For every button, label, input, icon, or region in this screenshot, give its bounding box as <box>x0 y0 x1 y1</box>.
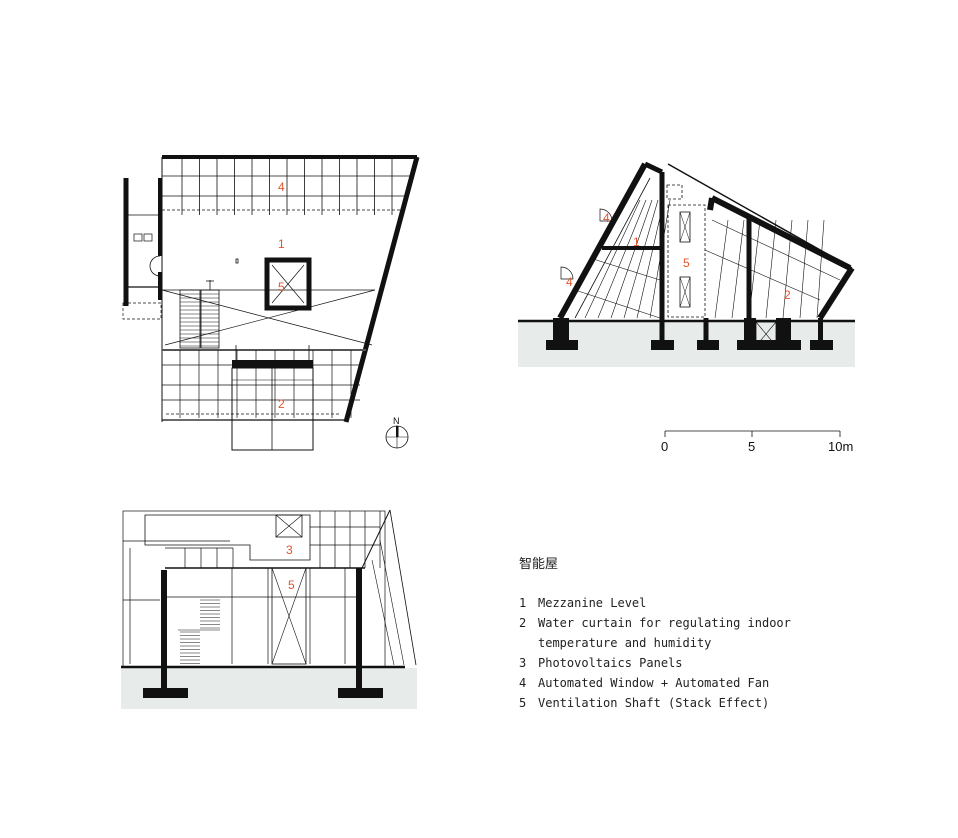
section-a-label-water-curtain: 2 <box>784 288 791 302</box>
legend-text: Automated Window + Automated Fan <box>538 676 770 690</box>
legend: 智能屋 1 Mezzanine Level 2 Water curtain for … <box>519 553 791 713</box>
legend-text: Water curtain for regulating indoor <box>538 616 791 630</box>
legend-item: 1 Mezzanine Level <box>519 593 791 613</box>
legend-number: 1 <box>519 596 527 610</box>
glazing-line <box>704 249 821 301</box>
legend-number: 3 <box>519 656 527 670</box>
compass-north-letter: N <box>393 416 400 426</box>
plan-labels: 4 1 5 2 <box>278 180 285 411</box>
legend-item: 2 Water curtain for regulating indoor <box>519 613 791 633</box>
section-a-label-window-lower: 4 <box>566 275 573 289</box>
glazing-line <box>731 219 745 319</box>
section-b-label-vent-shaft: 5 <box>288 578 295 592</box>
scale-tick-0: 0 <box>661 439 668 454</box>
section-a-labels: 4 1 5 4 2 <box>566 211 791 302</box>
cross-section-b <box>121 509 417 709</box>
plan-label-mezzanine: 1 <box>278 237 285 251</box>
legend-text-continued: temperature and humidity <box>538 636 712 650</box>
glazing-line <box>765 219 777 319</box>
legend-title: 智能屋 <box>519 557 559 572</box>
scale-tick-5: 5 <box>748 439 755 454</box>
scale-bar <box>664 430 841 437</box>
legend-item: 5 Ventilation Shaft (Stack Effect) <box>519 693 791 713</box>
glazing-line <box>714 219 729 319</box>
plan-label-automated-window: 4 <box>278 180 285 194</box>
legend-number: 4 <box>519 676 527 690</box>
glazing-line <box>816 219 825 319</box>
legend-number: 2 <box>519 616 527 630</box>
legend-text: Photovoltaics Panels <box>538 656 683 670</box>
section-b-label-photovoltaics: 3 <box>286 543 293 557</box>
legend-text: Mezzanine Level <box>538 596 647 610</box>
upper-glazing-grid <box>162 157 412 215</box>
cross-section-a <box>518 161 855 367</box>
section-a-label-vent-shaft: 5 <box>683 256 690 270</box>
glazing-line <box>610 199 653 319</box>
glazing-line <box>799 219 809 319</box>
glazing-line <box>711 219 841 281</box>
section-a-label-mezzanine: 1 <box>633 235 640 249</box>
north-arrow-icon: N <box>385 416 409 449</box>
scale-tick-10m: 10m <box>828 439 853 454</box>
legend-item: 3 Photovoltaics Panels <box>519 653 791 673</box>
section-b-labels: 3 5 <box>286 543 295 592</box>
plan-label-vent-shaft: 5 <box>278 280 285 294</box>
glazing-line <box>589 257 661 281</box>
legend-item: 4 Automated Window + Automated Fan <box>519 673 791 693</box>
plan-label-water-curtain: 2 <box>278 397 285 411</box>
section-a-label-window-upper: 4 <box>603 211 610 225</box>
glazing-line <box>623 199 659 319</box>
glazing-line <box>574 289 661 319</box>
floor-plan <box>122 155 420 451</box>
legend-number: 5 <box>519 696 527 710</box>
glazing-line <box>597 199 647 319</box>
glazing-line <box>584 199 641 319</box>
legend-text: Ventilation Shaft (Stack Effect) <box>538 696 770 710</box>
